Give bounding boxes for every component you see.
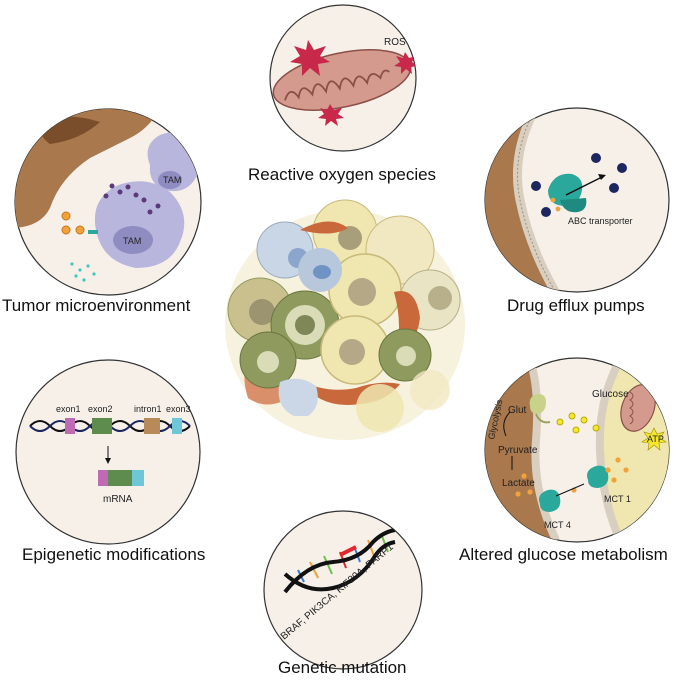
mct1-transporter-icon bbox=[587, 465, 609, 488]
glut-label: Glut bbox=[508, 405, 527, 416]
mct4-label: MCT 4 bbox=[544, 520, 571, 530]
mct1-label: MCT 1 bbox=[604, 494, 631, 504]
tumor-cluster bbox=[225, 199, 465, 440]
abc-transporter-label: ABC transporter bbox=[568, 216, 633, 226]
atp-burst-icon bbox=[641, 427, 667, 451]
drug-molecules bbox=[61, 211, 85, 235]
atp-label: ATP bbox=[647, 434, 664, 444]
glucose-molecules bbox=[556, 412, 600, 434]
pyruvate-label: Pyruvate bbox=[498, 445, 538, 456]
exon3-label: exon3 bbox=[166, 404, 191, 414]
exon3-block bbox=[172, 418, 182, 434]
cytokine-dots bbox=[103, 183, 161, 215]
ros-star-icon bbox=[290, 40, 330, 76]
genetic-panel: BRAF, PIK3CA, KIF20A, PARP1 bbox=[263, 510, 423, 670]
ros-label: ROS bbox=[384, 37, 406, 48]
glucose-label: Glucose bbox=[592, 389, 629, 400]
exon1-label: exon1 bbox=[56, 404, 81, 414]
lactate-label: Lactate bbox=[502, 478, 535, 489]
tam-small-label: TAM bbox=[163, 175, 181, 185]
dna-helix-icon bbox=[283, 528, 396, 594]
drug-molecules bbox=[531, 153, 627, 217]
caption-tme: Tumor microenvironment bbox=[2, 296, 191, 315]
signal-dots bbox=[70, 262, 96, 282]
ros-panel: ROS bbox=[269, 4, 417, 152]
ros-star-icon bbox=[394, 52, 416, 74]
lactate-arrow-icon bbox=[555, 483, 585, 497]
glycolysis-arrow-icon bbox=[503, 411, 511, 437]
exon2-block bbox=[92, 418, 112, 434]
caption-efflux: Drug efflux pumps bbox=[507, 296, 645, 315]
tam-large-label: TAM bbox=[123, 236, 141, 246]
mct4-transporter-icon bbox=[539, 489, 561, 512]
receptor-icon bbox=[88, 230, 98, 234]
tam-cell-large: TAM bbox=[94, 181, 185, 268]
caption-genetic: Genetic mutation bbox=[278, 658, 407, 677]
efflux-arrow-icon bbox=[565, 175, 605, 196]
intron1-block bbox=[144, 418, 160, 434]
caption-glucose: Altered glucose metabolism bbox=[459, 545, 668, 564]
caption-ros: Reactive oxygen species bbox=[248, 165, 437, 184]
lactate-molecules bbox=[515, 457, 629, 497]
exon2-label: exon2 bbox=[88, 404, 113, 414]
tme-panel: TAM TAM bbox=[14, 108, 202, 296]
exon1-block bbox=[65, 418, 75, 434]
abc-transporter-icon bbox=[548, 173, 587, 213]
caption-epigenetic: Epigenetic modifications bbox=[22, 545, 206, 564]
efflux-panel: ABC transporter bbox=[484, 107, 670, 293]
mrna-strip bbox=[98, 470, 144, 486]
glut-transporter-icon bbox=[529, 394, 551, 424]
glucose-panel: Glucose Glut Glycolysis Pyruvate Lactate… bbox=[484, 357, 670, 543]
mrna-label: mRNA bbox=[103, 494, 133, 505]
genetic-panel-circle bbox=[263, 510, 423, 670]
intron1-label: intron1 bbox=[134, 404, 162, 414]
epigenetic-panel: exon1 exon2 intron1 exon3 mRNA bbox=[15, 359, 201, 545]
ros-star-icon bbox=[318, 104, 344, 126]
